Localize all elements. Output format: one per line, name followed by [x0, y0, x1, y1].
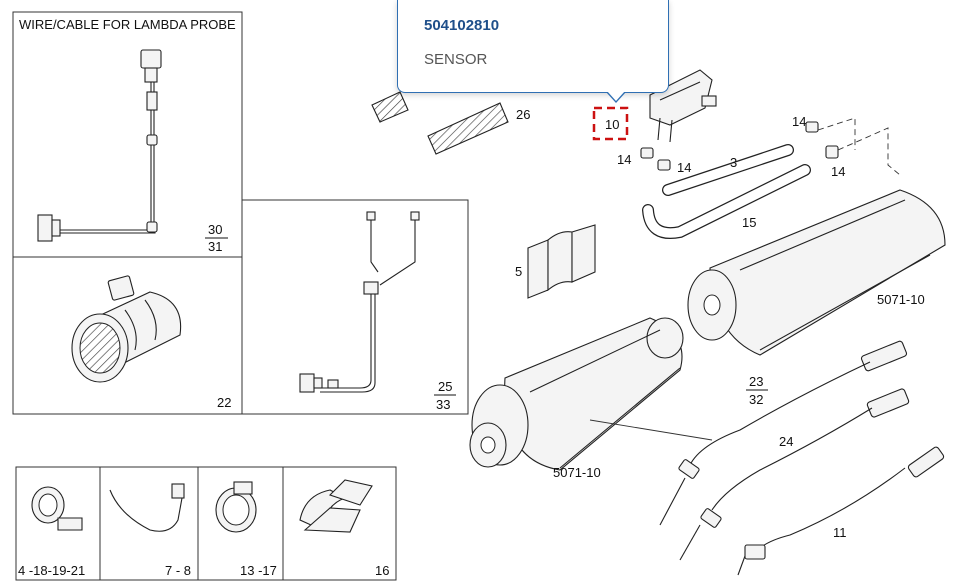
callout-5071-lower: 5071-10: [553, 465, 601, 480]
small-part-clamp[interactable]: 4 -18-19-21: [18, 486, 85, 578]
callout-3: 3: [730, 155, 737, 170]
sensor-504102810[interactable]: [649, 69, 717, 143]
inset-flow-meter[interactable]: 22: [12, 256, 243, 415]
dashed-leader: [817, 117, 901, 176]
inset-wire-ref-bottom: 31: [208, 239, 222, 254]
tooltip-part-name: SENSOR: [424, 51, 488, 68]
lambda-cable-drawing: [37, 49, 162, 242]
part-tooltip[interactable]: 504102810 SENSOR: [397, 0, 669, 103]
callout-14-d: 14: [831, 164, 845, 179]
lambda-sensors-23-24[interactable]: [659, 340, 910, 561]
hose-3[interactable]: [662, 144, 794, 196]
small-part-ref-4: 16: [375, 563, 389, 578]
selected-part-highlight[interactable]: [592, 106, 629, 141]
callout-32: 32: [749, 392, 763, 407]
small-part-ref-2: 7 - 8: [165, 563, 191, 578]
inset-harness-ref-bottom: 33: [436, 397, 450, 412]
callout-14-a: 14: [617, 152, 631, 167]
callout-10: 10: [605, 117, 619, 132]
lambda-sensor-11[interactable]: [737, 446, 945, 576]
tooltip-pointer: [606, 91, 626, 103]
callout-15: 15: [742, 215, 756, 230]
muffler-upper[interactable]: [687, 189, 946, 356]
hose-15[interactable]: [642, 164, 811, 239]
inset-wire-title: WIRE/CABLE FOR LAMBDA PROBE: [19, 17, 236, 32]
leader-filter: [589, 419, 713, 441]
callout-14-b: 14: [677, 160, 691, 175]
inset-harness-ref-top: 25: [438, 379, 452, 394]
small-part-cable-tie[interactable]: 7 - 8: [109, 483, 191, 578]
harness-drawing: [299, 211, 420, 393]
inset-meter-ref: 22: [217, 395, 231, 410]
inset-wire-cable[interactable]: WIRE/CABLE FOR LAMBDA PROBE 30 31: [12, 11, 243, 258]
callout-26: 26: [516, 107, 530, 122]
callout-23: 23: [749, 374, 763, 389]
callout-24: 24: [779, 434, 793, 449]
particulate-filter[interactable]: [469, 317, 684, 471]
callout-11: 11: [833, 525, 847, 540]
clips-14[interactable]: [640, 121, 839, 171]
inset-harness[interactable]: 25 33: [241, 199, 469, 415]
tooltip-part-code[interactable]: 504102810: [424, 17, 500, 34]
callout-14-c: 14: [792, 114, 806, 129]
inset-wire-ref-top: 30: [208, 222, 222, 237]
small-part-ref-1: 4 -18-19-21: [18, 563, 85, 578]
callout-5: 5: [515, 264, 522, 279]
small-part-bracket[interactable]: 16: [299, 479, 389, 578]
small-part-hose-clip[interactable]: 13 -17: [215, 481, 277, 578]
small-part-ref-3: 13 -17: [240, 563, 277, 578]
small-parts-row: 4 -18-19-21 7 - 8 13 -17 16: [15, 466, 397, 581]
callout-5071-upper: 5071-10: [877, 292, 925, 307]
hose-26-upper[interactable]: [371, 91, 509, 155]
flow-meter-drawing: [71, 275, 182, 383]
heat-shield-5[interactable]: [527, 224, 596, 299]
